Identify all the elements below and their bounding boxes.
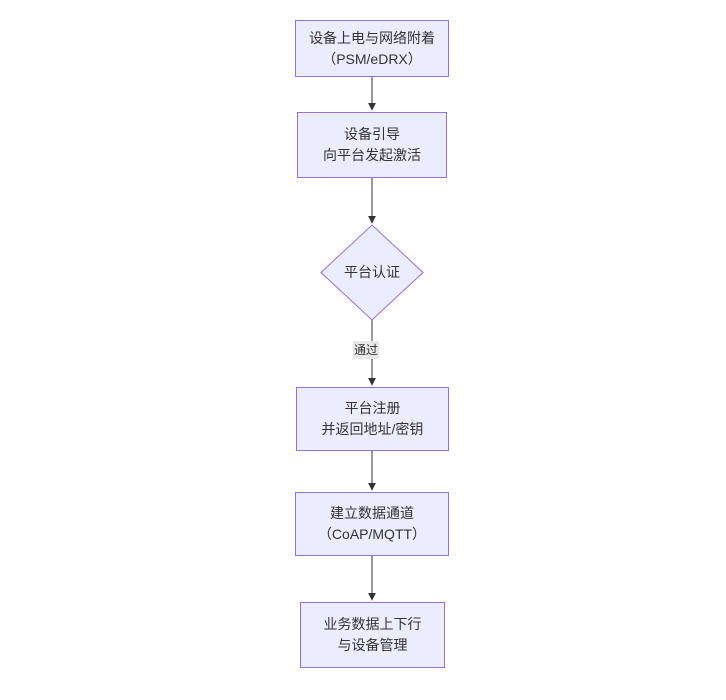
node-power-on-network-attach: 设备上电与网络附着 （PSM/eDRX）: [295, 20, 449, 77]
node-text-line: 与设备管理: [337, 637, 408, 653]
node-text-line: （PSM/eDRX）: [322, 50, 422, 67]
node-text-line: 设备上电与网络附着: [309, 29, 435, 46]
node-text-line: 设备引导: [344, 126, 400, 142]
decision-diamond-platform-auth: [320, 224, 424, 321]
node-text-line: 业务数据上下行: [323, 616, 422, 632]
node-text-line: 平台注册: [344, 400, 401, 416]
node-platform-register: 平台注册 并返回地址/密钥: [296, 387, 449, 451]
node-business-data-management: 业务数据上下行 与设备管理: [300, 602, 445, 668]
node-text-line: 建立数据通道: [330, 505, 414, 521]
node-data-channel: 建立数据通道 （CoAP/MQTT）: [295, 492, 449, 556]
edge-label-pass: 通过: [352, 341, 380, 359]
node-device-bootstrap: 设备引导 向平台发起激活: [297, 112, 447, 178]
node-text-line: 并返回地址/密钥: [321, 421, 424, 437]
node-text-line: 向平台发起激活: [323, 147, 421, 163]
decision-platform-auth-label: 平台认证: [344, 264, 400, 280]
node-text-line: （CoAP/MQTT）: [317, 526, 427, 542]
